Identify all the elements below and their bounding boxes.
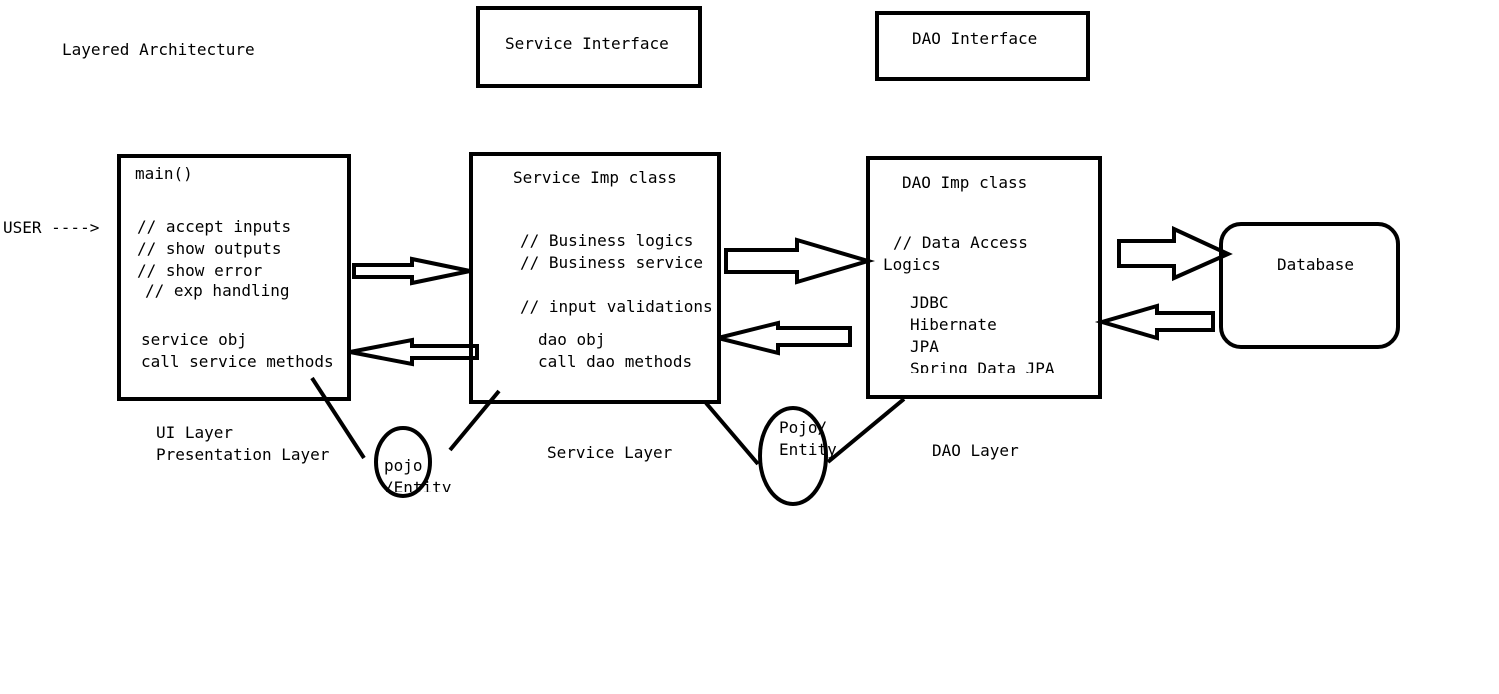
- connector-ui-pojo: [310, 376, 366, 460]
- service-box-line: dao obj: [538, 330, 606, 349]
- service-box-line: // Business logics: [520, 231, 694, 250]
- arrow-ui-to-service: [352, 256, 471, 286]
- pojo-ellipse-1: [374, 426, 432, 498]
- dao-interface-label: DAO Interface: [912, 29, 1038, 48]
- arrow-service-to-ui: [349, 337, 479, 367]
- ui-layer-box: [117, 154, 351, 401]
- pojo2-line: Entity: [779, 440, 837, 459]
- dao-box-line: JDBC: [910, 293, 949, 312]
- service-box-line: // input validations: [520, 297, 713, 316]
- service-impl-box: [469, 152, 721, 404]
- arrow-service-to-dao: [724, 237, 876, 285]
- pojo-ellipse-2: [758, 406, 828, 506]
- database-label: Database: [1277, 255, 1355, 274]
- dao-box-heading: DAO Imp class: [902, 173, 1028, 192]
- dao-box-line: Logics: [883, 255, 941, 274]
- ui-box-line: // show outputs: [137, 239, 282, 258]
- dao-box-line: // Data Access: [893, 233, 1028, 252]
- pojo1-line2-clip: /Entity: [380, 477, 470, 492]
- pojo1-line: /Entity: [384, 478, 452, 492]
- service-box-line: // Business service: [520, 253, 704, 272]
- user-label: USER ---->: [3, 218, 100, 237]
- layer-caption-dao: DAO Layer: [932, 441, 1019, 460]
- dao-box-line: Hibernate: [910, 315, 997, 334]
- pojo2-line: Pojo/: [779, 418, 828, 437]
- arrow-database-to-dao: [1094, 303, 1215, 341]
- dao-interface-box: [875, 11, 1090, 81]
- ui-box-line: // accept inputs: [137, 217, 292, 236]
- arrow-dao-to-database: [1117, 225, 1233, 282]
- diagram-title: Layered Architecture: [62, 40, 255, 59]
- dao-box-line: JPA: [910, 337, 939, 356]
- layer-caption-presentation: Presentation Layer: [156, 445, 330, 464]
- database-box: [1219, 222, 1400, 349]
- connector-pojo-dao: [826, 397, 906, 464]
- layer-caption-service: Service Layer: [547, 443, 673, 462]
- ui-box-line: // show error: [137, 261, 263, 280]
- ui-box-heading: main(): [135, 164, 193, 183]
- ui-box-line: call service methods: [141, 352, 334, 371]
- service-box-line: call dao methods: [538, 352, 693, 371]
- service-interface-label: Service Interface: [505, 34, 669, 53]
- ui-box-line: // exp handling: [145, 281, 290, 300]
- dao-box-line: Spring Data JPA: [910, 359, 1055, 373]
- dao-box-last-line-clip: Spring Data JPA: [905, 358, 1095, 373]
- layer-caption-ui: UI Layer: [156, 423, 234, 442]
- service-box-heading: Service Imp class: [513, 168, 677, 187]
- arrow-dao-to-service: [717, 320, 852, 356]
- dao-impl-box: [866, 156, 1102, 399]
- pojo1-line: pojo: [384, 456, 423, 475]
- connector-service-pojo: [704, 401, 760, 466]
- service-interface-box: [476, 6, 702, 88]
- ui-box-line: service obj: [141, 330, 247, 349]
